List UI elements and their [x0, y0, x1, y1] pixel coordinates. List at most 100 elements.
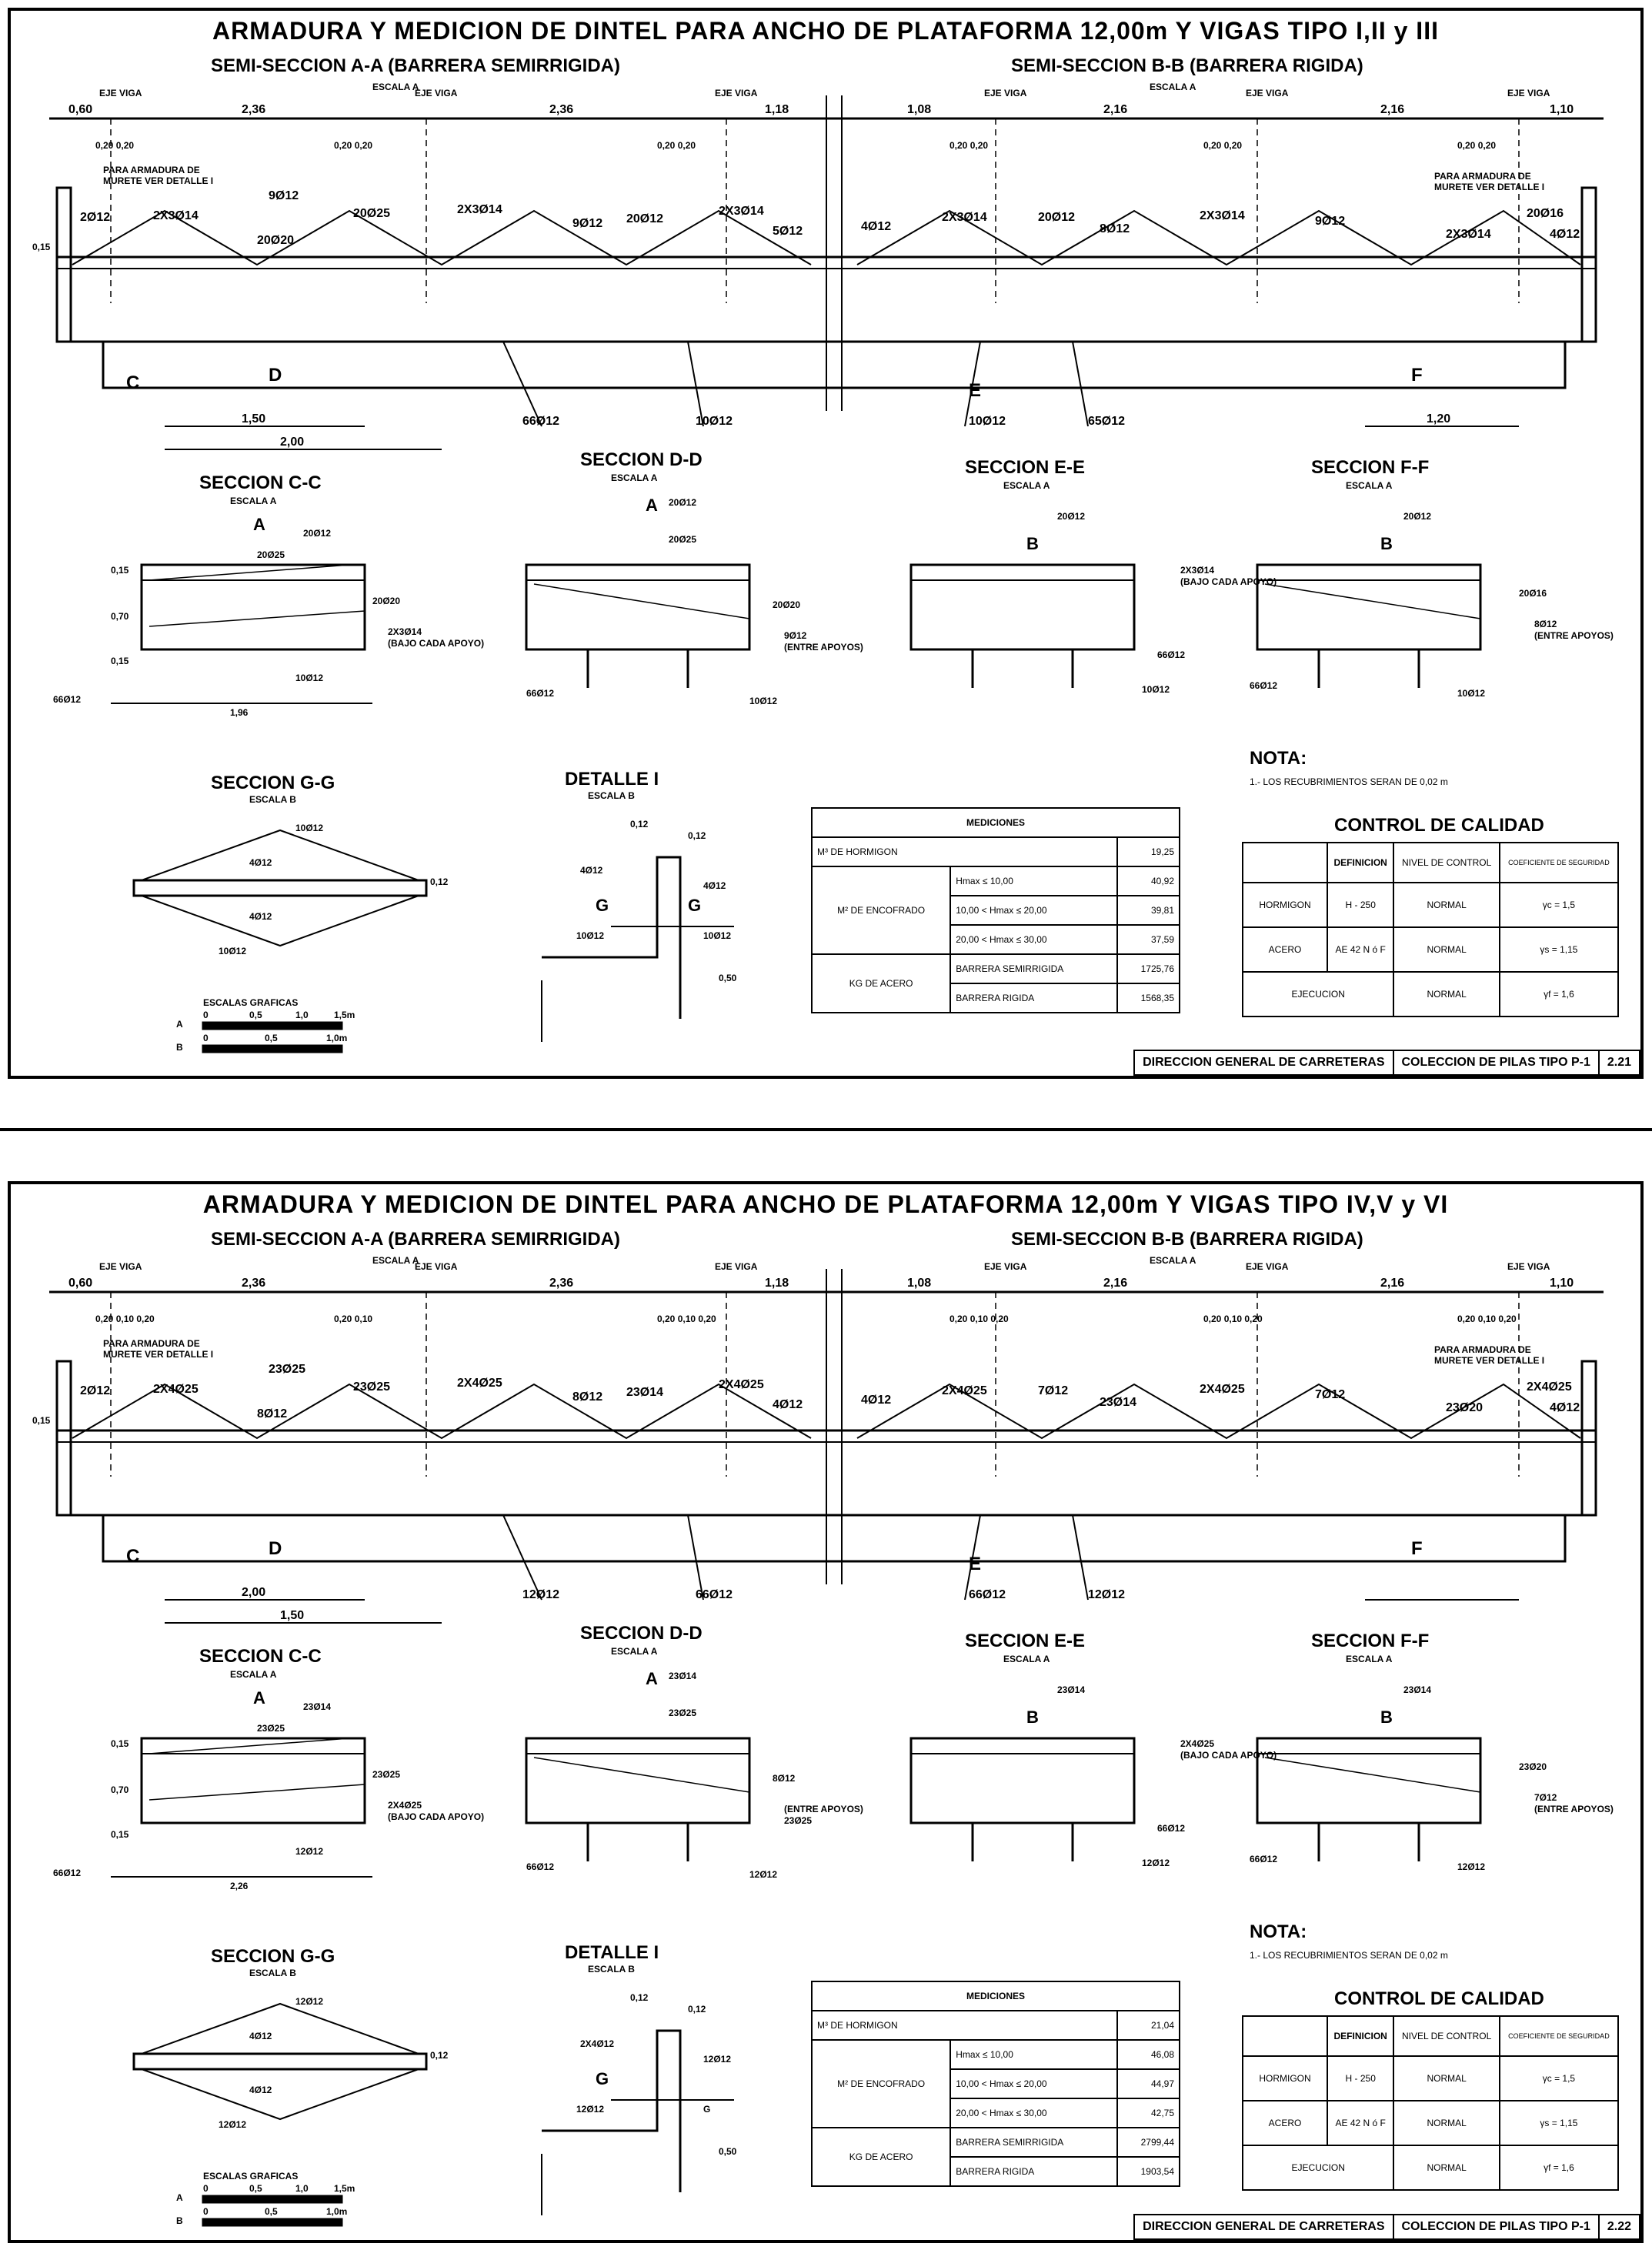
- rebar-label: 66Ø12: [1157, 649, 1186, 660]
- encofrado-range: 20,00 < Hmax ≤ 30,00: [949, 2098, 1119, 2128]
- dimension-label: 2,36: [242, 103, 266, 116]
- note-label: (ENTRE APOYOS): [1534, 1804, 1614, 1814]
- rebar-label: 10Ø12: [295, 823, 324, 833]
- title-block: DIRECCION GENERAL DE CARRETERAS COLECCIO…: [1133, 1050, 1641, 1076]
- section-dd-title: SECCION D-D: [580, 1623, 703, 1644]
- acero-value: 1725,76: [1116, 953, 1180, 984]
- scale-tick: 1,0m: [326, 2206, 348, 2217]
- rebar-label: 2X3Ø14: [1200, 209, 1245, 222]
- rebar-label: 5Ø12: [773, 225, 803, 238]
- scale-a-label: ESCALA A: [1150, 82, 1196, 92]
- rebar-label: 66Ø12: [53, 1868, 82, 1878]
- cut-letter: C: [126, 372, 140, 393]
- detail-i-title: DETALLE I: [565, 769, 659, 790]
- rebar-label: 2X3Ø14: [1446, 228, 1491, 241]
- dimension-label: 2,00: [280, 436, 305, 449]
- rebar-label: 2X4Ø25: [942, 1384, 987, 1397]
- scale-label: ESCALA A: [611, 472, 658, 483]
- row-definition: H - 250: [1326, 882, 1395, 928]
- note-label: (BAJO CADA APOYO): [388, 638, 485, 649]
- rebar-label: 4Ø12: [703, 880, 726, 891]
- dimension-label: 0,15: [111, 1829, 129, 1840]
- rebar-label: 20Ø20: [372, 596, 401, 606]
- dimension-label: 2,00: [242, 1586, 266, 1599]
- note-label: (ENTRE APOYOS): [784, 642, 863, 653]
- rebar-label: 20Ø25: [257, 549, 285, 560]
- rebar-label: 20Ø20: [773, 599, 801, 610]
- rebar-label: 2X4Ø25: [457, 1377, 502, 1390]
- rebar-label: 12Ø12: [1457, 1861, 1486, 1872]
- collection: COLECCION DE PILAS TIPO P-1: [1392, 1050, 1600, 1076]
- eje-viga-label: EJE VIGA: [99, 88, 142, 98]
- cut-letter: G: [688, 896, 702, 915]
- scale-bars-title: ESCALAS GRAFICAS: [203, 2171, 299, 2182]
- scale-b-letter: B: [176, 2215, 183, 2226]
- dimension-label: 1,50: [242, 412, 266, 426]
- rebar-label: 8Ø12: [1100, 222, 1130, 235]
- cut-letter: F: [1411, 365, 1423, 386]
- collection: COLECCION DE PILAS TIPO P-1: [1392, 2214, 1600, 2240]
- rebar-label: 23Ø14: [626, 1386, 664, 1399]
- scale-tick: 1,0: [295, 1010, 309, 1020]
- rebar-label: 2X4Ø25: [719, 1378, 764, 1391]
- cut-letter: D: [269, 1538, 282, 1559]
- row-definition: AE 42 N ó F: [1326, 2100, 1395, 2146]
- rebar-label: 20Ø16: [1527, 207, 1564, 220]
- semi-section-b-title: SEMI-SECCION B-B (BARRERA RIGIDA): [1011, 55, 1363, 76]
- dimension-label: 0,50: [719, 2146, 737, 2157]
- scale-label: ESCALA A: [1003, 480, 1050, 491]
- cut-letter: A: [253, 515, 265, 534]
- row-coef: γs = 1,15: [1498, 2100, 1620, 2146]
- coef-header: COEFICIENTE DE SEGURIDAD: [1498, 842, 1620, 883]
- hormigon-label: M³ DE HORMIGON: [810, 836, 1119, 867]
- scale-tick: 0,5: [265, 1033, 278, 1043]
- rebar-label: 7Ø12: [1534, 1792, 1557, 1803]
- rebar-label: 2X3Ø14: [388, 626, 422, 637]
- section-ee-title: SECCION E-E: [965, 457, 1086, 478]
- dimension-label: 0,70: [111, 1784, 129, 1795]
- murete-note: PARA ARMADURA DE MURETE VER DETALLE I: [103, 1338, 214, 1360]
- encofrado-value: 37,59: [1116, 924, 1180, 955]
- dimension-label: 1,08: [907, 1277, 932, 1290]
- scale-bars-title: ESCALAS GRAFICAS: [203, 997, 299, 1008]
- encofrado-label: M² DE ENCOFRADO: [810, 2039, 952, 2128]
- rebar-label: 10Ø12: [696, 415, 733, 428]
- eje-viga-label: EJE VIGA: [1507, 1261, 1550, 1272]
- section-cc-title: SECCION C-C: [199, 472, 322, 493]
- scale-tick: 0,5: [249, 1010, 262, 1020]
- title-block: DIRECCION GENERAL DE CARRETERAS COLECCIO…: [1133, 2214, 1641, 2240]
- rebar-label: 4Ø12: [861, 220, 892, 233]
- dimension-label: 1,20: [1427, 412, 1451, 426]
- dimension-label: 2,36: [549, 1277, 574, 1290]
- dimension-label: 1,18: [765, 103, 789, 116]
- cut-letter: E: [969, 380, 982, 401]
- eje-viga-label: EJE VIGA: [715, 1261, 758, 1272]
- rebar-label: 2X4Ø25: [1527, 1380, 1572, 1394]
- eje-viga-label: EJE VIGA: [1507, 88, 1550, 98]
- dimension-label: 2,26: [230, 1881, 249, 1891]
- rebar-label: 23Ø25: [372, 1769, 401, 1780]
- scale-label: ESCALA B: [249, 1968, 296, 1978]
- murete-note: PARA ARMADURA DE MURETE VER DETALLE I: [1434, 1344, 1545, 1366]
- murete-note: PARA ARMADURA DE MURETE VER DETALLE I: [103, 165, 214, 186]
- encofrado-range: 10,00 < Hmax ≤ 20,00: [949, 2068, 1119, 2099]
- rebar-label: 66Ø12: [1250, 680, 1278, 691]
- dimension-label: 0,15: [32, 242, 51, 252]
- eje-viga-label: EJE VIGA: [715, 88, 758, 98]
- dimension-label: 0,12: [688, 830, 706, 841]
- dimension-label: 0,15: [111, 656, 129, 666]
- encofrado-label: M² DE ENCOFRADO: [810, 866, 952, 955]
- cut-letter: A: [646, 1669, 658, 1688]
- beam-drawing: [49, 1269, 1604, 2227]
- acero-type: BARRERA SEMIRRIGIDA: [949, 2127, 1119, 2158]
- rebar-label: 12Ø12: [219, 2119, 247, 2130]
- note-text: 1.- LOS RECUBRIMIENTOS SERAN DE 0,02 m: [1250, 776, 1448, 787]
- acero-value: 1568,35: [1116, 983, 1180, 1013]
- coef-header: COEFICIENTE DE SEGURIDAD: [1498, 2015, 1620, 2057]
- level-header: NIVEL DE CONTROL: [1393, 842, 1500, 883]
- definition-header: DEFINICION: [1326, 842, 1395, 883]
- dimension-label: 0,12: [430, 876, 449, 887]
- dimension-label: 0,12: [688, 2004, 706, 2015]
- rebar-label: 2X3Ø14: [1180, 565, 1215, 576]
